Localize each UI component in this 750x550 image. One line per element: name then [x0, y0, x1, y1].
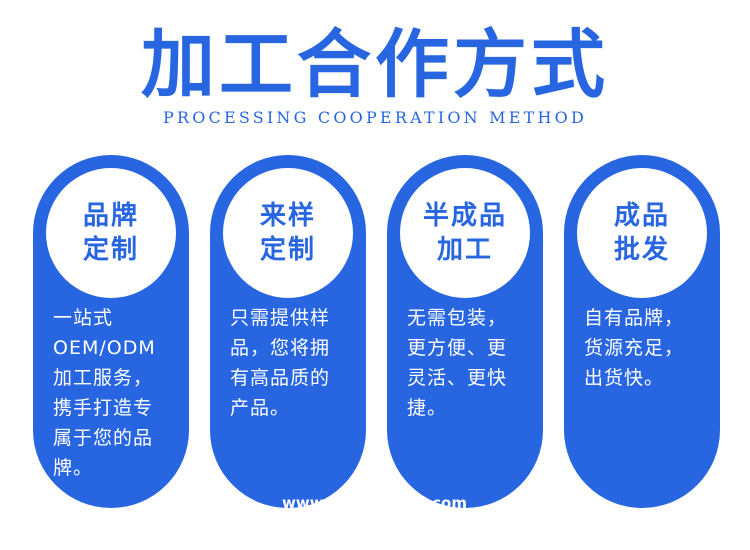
card-description-line: 有高品质的	[230, 367, 331, 389]
card-description: 无需包装， 更方便、更 灵活、更快 捷。	[407, 303, 532, 423]
card-description-line: 无需包装，	[407, 307, 508, 329]
card-title-circle: 品牌 定制	[46, 168, 176, 298]
card-description-line: 产品。	[230, 397, 291, 419]
card-title-line: 半成品	[422, 201, 507, 231]
cooperation-card-finished-wholesale: 成品 批发 自有品牌， 货源充足， 出货快。	[564, 155, 720, 508]
card-description-line: 携手打造专	[53, 397, 154, 419]
card-title-line: 来样	[259, 201, 316, 231]
card-description-line: 灵活、更快	[407, 367, 508, 389]
card-description-line: 品，您将拥	[230, 337, 331, 359]
card-description-line: 捷。	[407, 397, 448, 419]
card-title-circle: 来样 定制	[223, 168, 353, 298]
watermark: www .com	[282, 494, 467, 514]
card-title-line: 定制	[82, 235, 139, 265]
card-title-line: 批发	[613, 235, 670, 265]
card-description-line: 出货快。	[584, 367, 665, 389]
cooperation-card-semi-finished-processing: 半成品 加工 无需包装， 更方便、更 灵活、更快 捷。	[387, 155, 543, 508]
card-description-line: 一站式	[53, 307, 114, 329]
card-description-line: 自有品牌，	[584, 307, 685, 329]
card-title-line: 加工	[436, 235, 493, 265]
card-title-circle: 成品 批发	[577, 168, 707, 298]
card-description-line: 更方便、更	[407, 337, 508, 359]
watermark-left: www	[282, 494, 324, 512]
card-description-line: 牌。	[53, 457, 94, 479]
watermark-right: .com	[426, 494, 467, 512]
cooperation-card-sample-customization: 来样 定制 只需提供样 品，您将拥 有高品质的 产品。	[210, 155, 366, 508]
cooperation-card-brand-customization: 品牌 定制 一站式 OEM/ODM 加工服务， 携手打造专 属于您的品 牌。	[33, 155, 189, 508]
card-title-line: 成品	[613, 201, 670, 231]
card-description-line: 货源充足，	[584, 337, 685, 359]
card-description-line: 加工服务，	[53, 367, 154, 389]
card-description: 自有品牌， 货源充足， 出货快。	[584, 303, 709, 393]
card-title-circle: 半成品 加工	[400, 168, 530, 298]
card-description: 一站式 OEM/ODM 加工服务， 携手打造专 属于您的品 牌。	[53, 303, 178, 483]
page-subtitle: PROCESSING COOPERATION METHOD	[163, 108, 587, 127]
card-title-line: 定制	[259, 235, 316, 265]
card-description: 只需提供样 品，您将拥 有高品质的 产品。	[230, 303, 355, 423]
card-description-line: 属于您的品	[53, 427, 154, 449]
card-description-line: OEM/ODM	[53, 337, 156, 359]
page-title: 加工合作方式	[141, 22, 609, 108]
card-description-line: 只需提供样	[230, 307, 331, 329]
card-title-line: 品牌	[82, 201, 139, 231]
